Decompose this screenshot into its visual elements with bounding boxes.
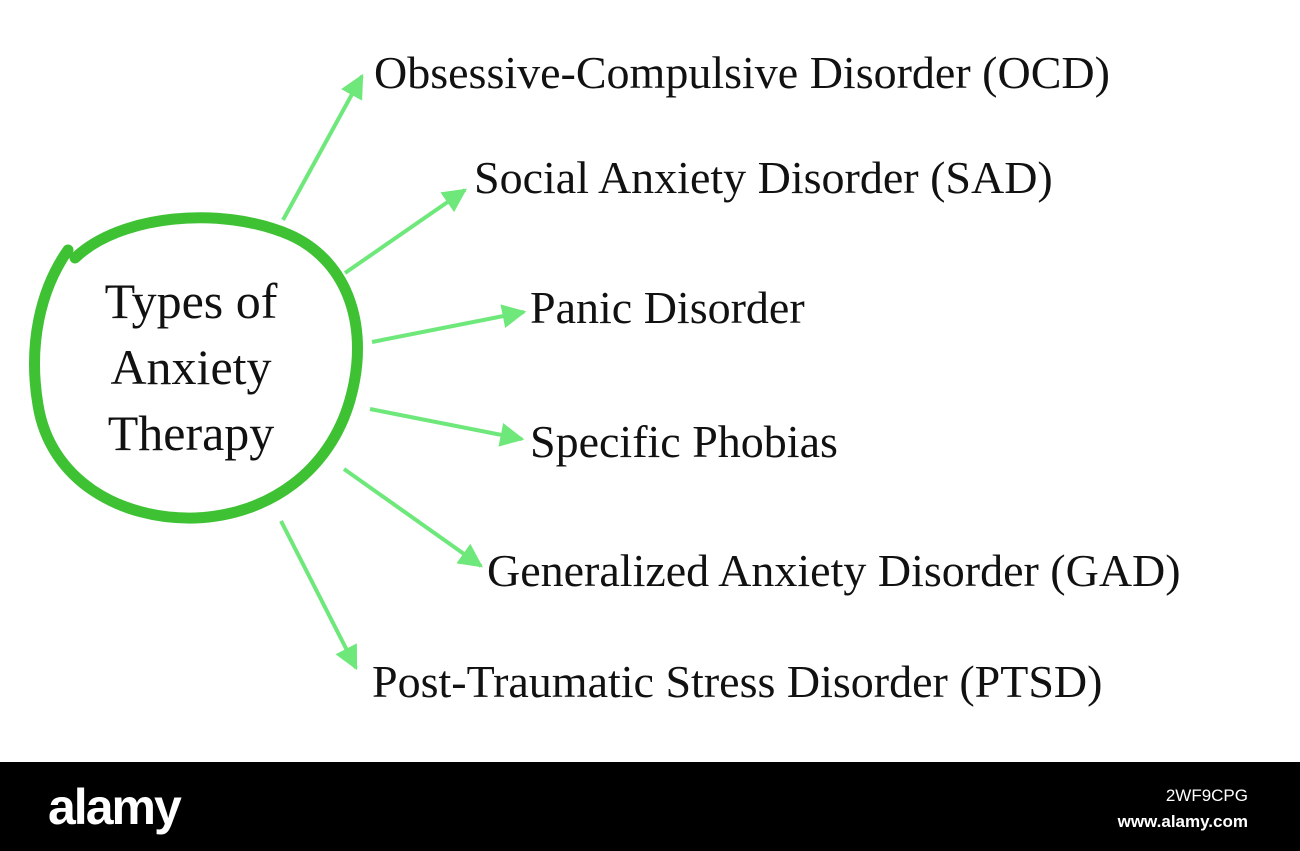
branch-label-phobias: Specific Phobias [530,416,838,467]
image-code: 2WF9CPG [1165,786,1248,805]
branch-label-panic: Panic Disorder [530,282,805,333]
arrow-ocd [281,73,364,221]
center-title: Types of Anxiety Therapy [60,268,322,466]
center-title-line-2: Anxiety [110,339,272,395]
center-circle-tail [41,252,65,313]
center-title-line-1: Types of [104,273,278,329]
arrow-sad [343,188,467,275]
branch-label-sad: Social Anxiety Disorder (SAD) [474,152,1053,203]
watermark-footer: alamy 2WF9CPG www.alamy.com [0,762,1300,851]
center-title-line-3: Therapy [107,405,275,461]
branch-label-gad: Generalized Anxiety Disorder (GAD) [487,545,1181,596]
site-url: www.alamy.com [1117,812,1248,831]
center-circle [29,212,363,524]
diagram-graphics [29,73,527,671]
brand-logo: alamy [48,779,182,835]
arrow-panic [371,304,527,344]
branch-label-ptsd: Post-Traumatic Stress Disorder (PTSD) [372,656,1103,707]
branch-label-ocd: Obsessive-Compulsive Disorder (OCD) [374,47,1110,98]
arrow-phobias [369,407,525,447]
diagram: Types of Anxiety Therapy Obsessive-Compu… [29,47,1181,707]
arrow-gad [342,467,483,568]
arrow-ptsd [279,520,358,671]
